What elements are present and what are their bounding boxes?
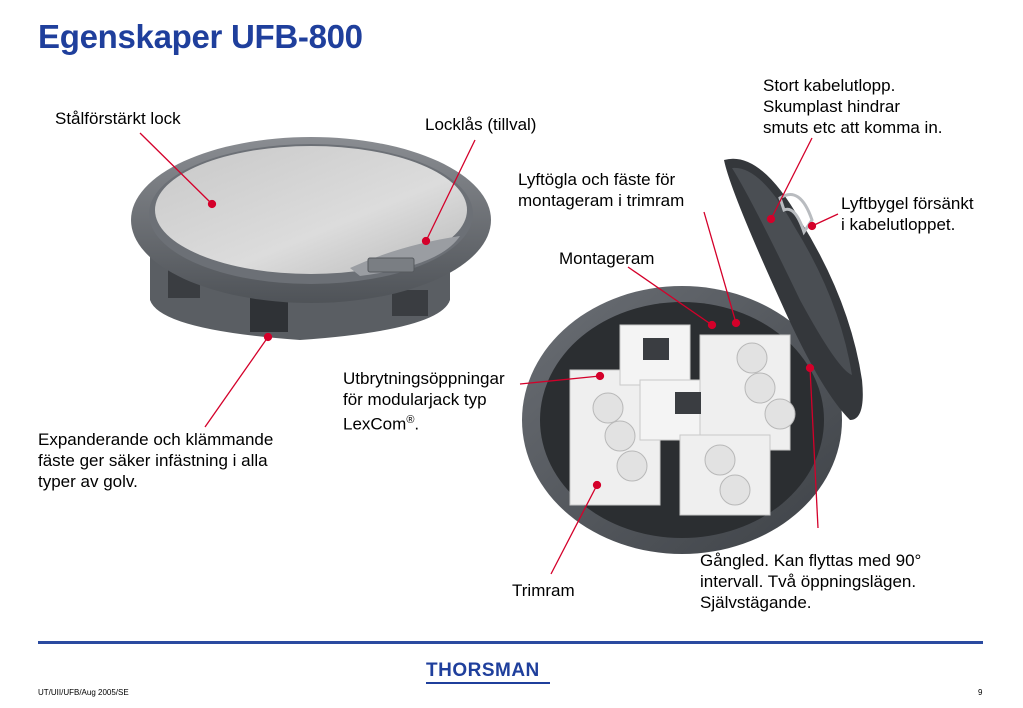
logo-underline [426, 682, 550, 684]
company-logo: THORSMAN [426, 660, 540, 681]
label-line: fäste ger säker infästning i alla [38, 451, 268, 470]
label-line: Självstägande. [700, 593, 812, 612]
registered-mark: ® [406, 414, 415, 426]
label-line: Expanderande och klämmande [38, 430, 274, 449]
label-line: LexCom®. [343, 410, 505, 435]
closed-floor-box [131, 137, 491, 340]
label-cable-outlet: Stort kabelutlopp. Skumplast hindrar smu… [763, 75, 943, 138]
label-line: Skumplast hindrar [763, 97, 901, 116]
callouts [139, 132, 839, 575]
label-hinge: Gångled. Kan flyttas med 90° intervall. … [700, 550, 921, 613]
footer-divider [38, 641, 983, 644]
label-line: smuts etc att komma in. [763, 118, 943, 137]
label-line: Lyftbygel försänkt [841, 194, 974, 213]
label-mounting-frame: Montageram [559, 249, 655, 268]
document-reference: UT/UII/UFB/Aug 2005/SE [38, 688, 129, 697]
label-lock: Locklås (tillval) [425, 115, 537, 134]
label-knockouts: Utbrytningsöppningar för modularjack typ… [343, 368, 505, 435]
label-line: Lyftögla och fäste för [518, 170, 676, 189]
label-trim-frame: Trimram [512, 581, 575, 600]
label-line: Gångled. Kan flyttas med 90° [700, 551, 922, 570]
label-line: typer av golv. [38, 472, 138, 491]
label-line: montageram i trimram [518, 191, 685, 210]
label-line: Stort kabelutlopp. [763, 76, 896, 95]
label-line: för modularjack typ [343, 390, 487, 409]
label-text: LexCom [343, 414, 407, 434]
label-expanding-mount: Expanderande och klämmande fäste ger säk… [38, 429, 273, 492]
page-title: Egenskaper UFB-800 [38, 18, 363, 55]
open-floor-box [522, 158, 863, 554]
label-line: intervall. Två öppningslägen. [700, 572, 917, 591]
page-number: 9 [978, 688, 983, 697]
label-line: Utbrytningsöppningar [343, 369, 505, 388]
label-lift-tab: Lyftögla och fäste för montageram i trim… [518, 169, 684, 211]
label-lid: Stålförstärkt lock [55, 109, 181, 128]
label-lift-bracket: Lyftbygel försänkt i kabelutloppet. [841, 193, 974, 235]
label-line: i kabelutloppet. [841, 215, 956, 234]
label-text: . [414, 414, 420, 434]
